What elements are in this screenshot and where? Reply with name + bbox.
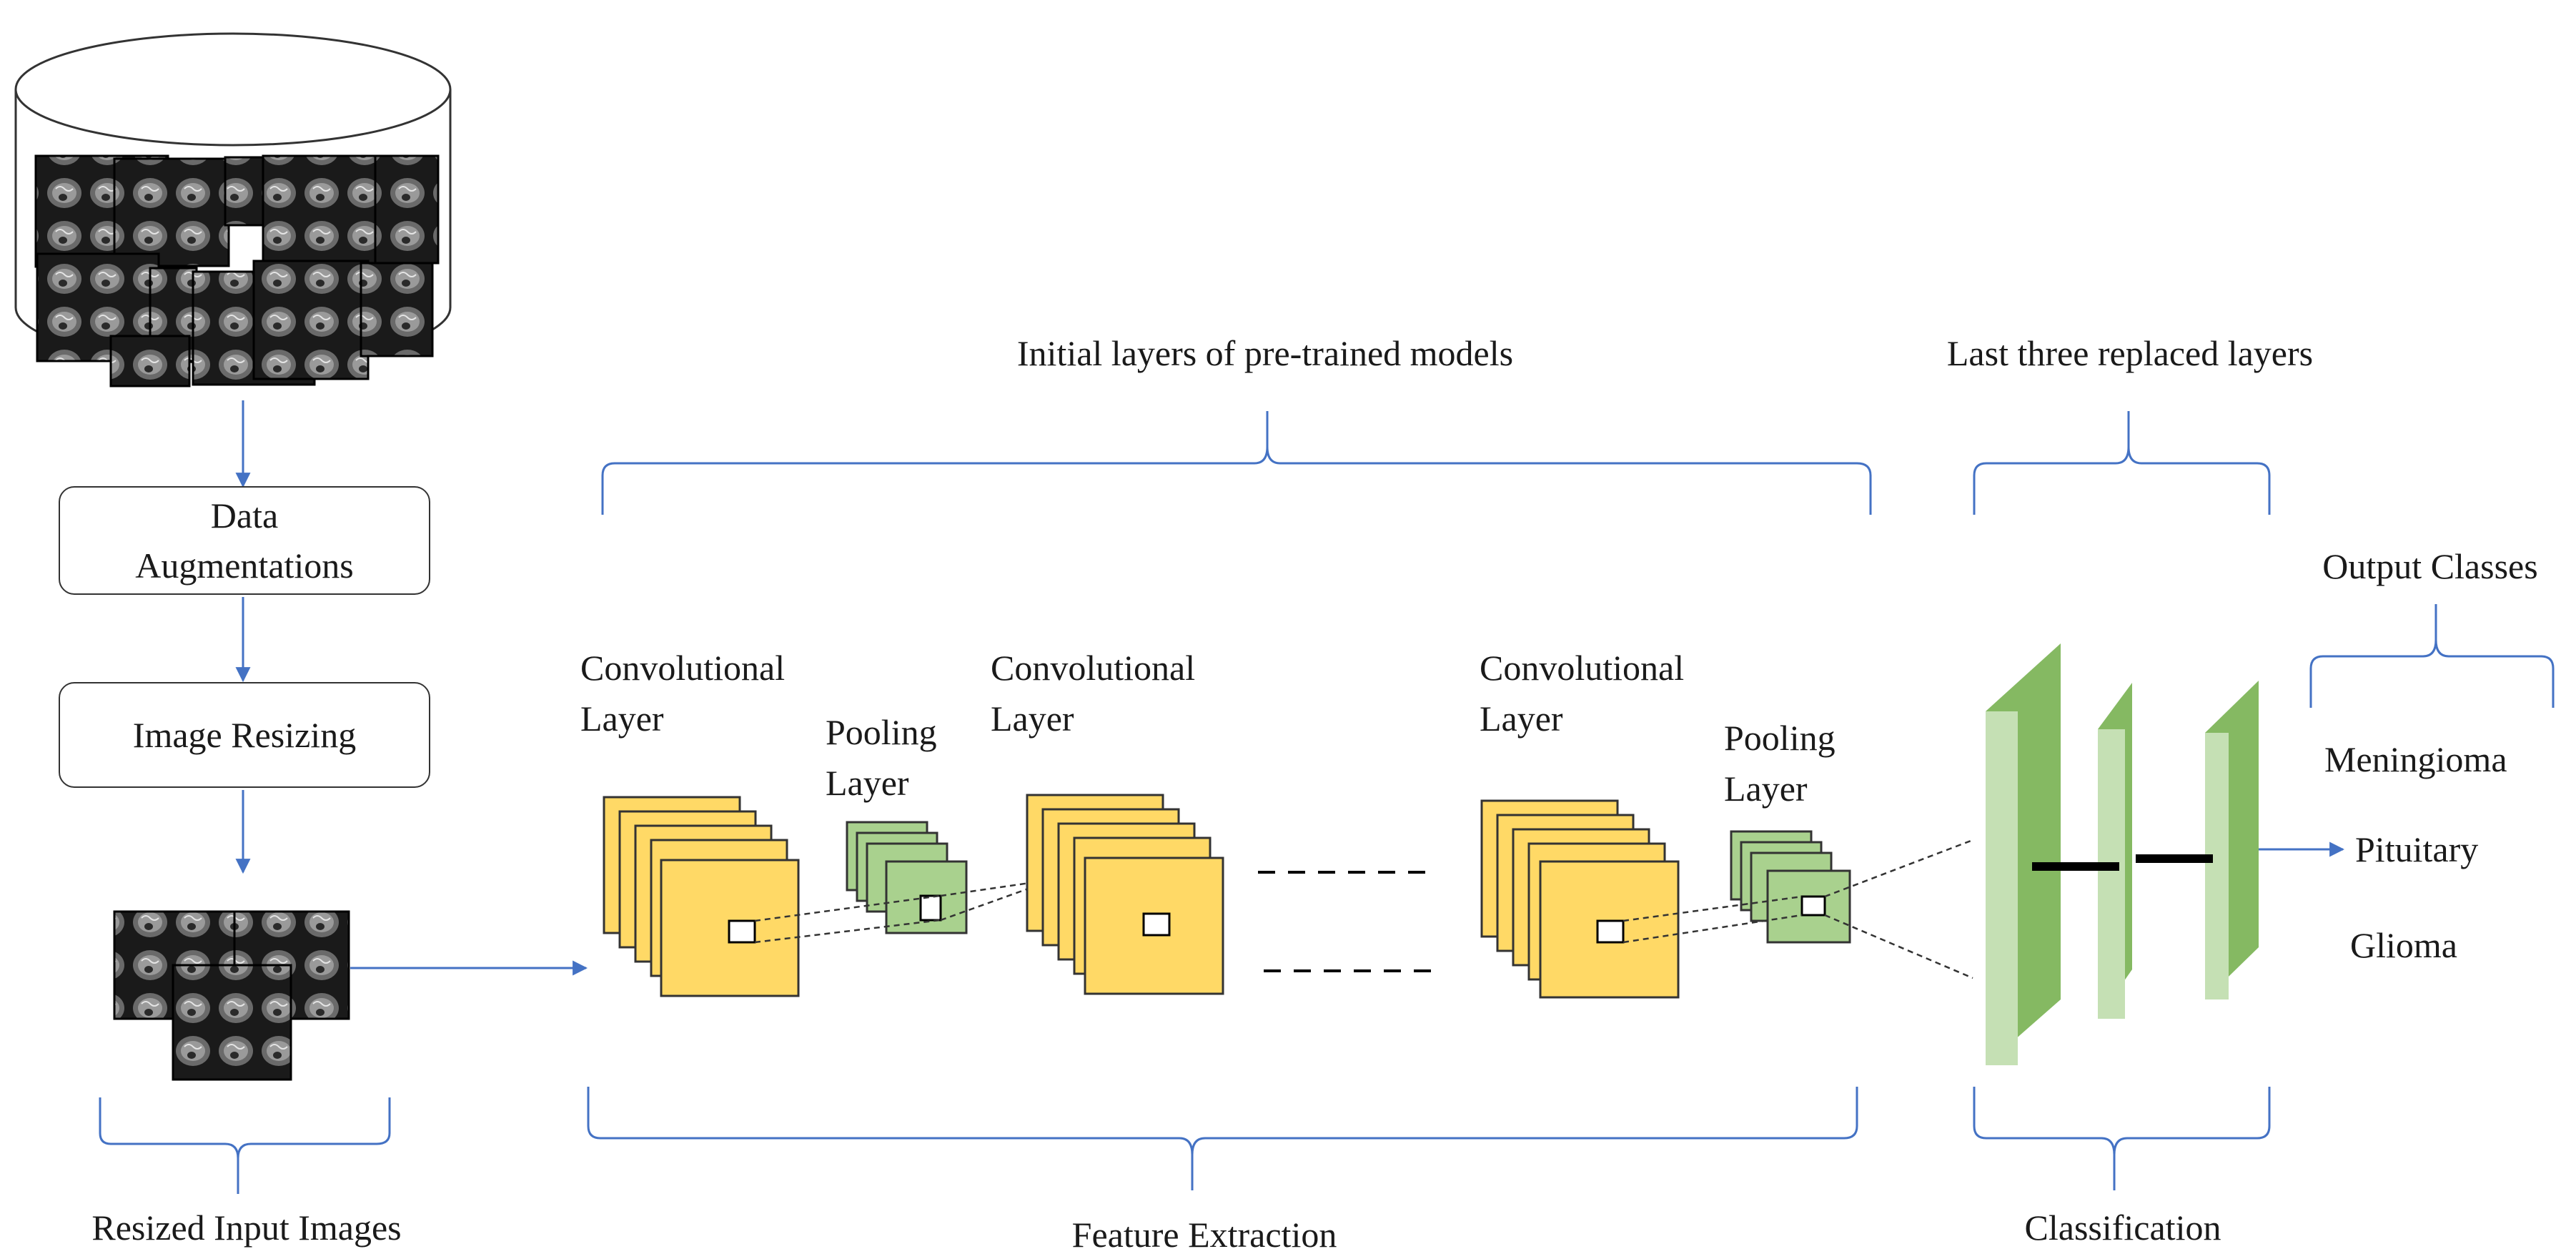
output-class-meningioma: Meningioma — [2324, 739, 2507, 779]
brace-classification — [1973, 1087, 2271, 1190]
conv-layer-1-stack — [603, 796, 800, 997]
pooling-layer-1-line-1: Pooling — [826, 712, 937, 752]
last-three-layers-label: Last three replaced layers — [1946, 333, 2314, 373]
conv-layer-3-line-2: Layer — [1480, 698, 1563, 739]
data-augmentations-line-1: Data — [210, 495, 279, 535]
brace-feature-extraction — [587, 1087, 1858, 1190]
pooling-layer-2-line-1: Pooling — [1724, 718, 1836, 758]
brace-resized-images — [99, 1097, 391, 1194]
brace-initial-layers — [601, 411, 1872, 515]
conv-layer-1-line-1: Convolutional — [580, 648, 786, 688]
conv-layer-2-line-1: Convolutional — [991, 648, 1196, 688]
initial-layers-label: Initial layers of pre-trained models — [1016, 333, 1514, 373]
pooling-layer-2-stack — [1730, 830, 1851, 944]
pooling-layer-1-label: Pooling Layer — [826, 709, 937, 806]
mri-image-collage — [34, 154, 440, 387]
image-resizing-label: Image Resizing — [132, 715, 357, 755]
conv-layer-2-line-2: Layer — [991, 698, 1074, 739]
data-augmentations-line-2: Augmentations — [135, 545, 354, 586]
feature-extraction-label: Feature Extraction — [1071, 1215, 1337, 1255]
brace-output-classes — [2309, 604, 2555, 708]
brace-last-three — [1973, 411, 2271, 515]
data-augmentations-box: Data Augmentations — [59, 486, 430, 595]
conv-layer-2-stack — [1026, 794, 1224, 995]
image-resizing-box: Image Resizing — [59, 682, 430, 788]
classification-label: Classification — [2024, 1208, 2221, 1248]
resized-input-images-label: Resized Input Images — [91, 1208, 402, 1248]
output-class-pituitary: Pituitary — [2355, 829, 2479, 869]
image-database-cylinder — [14, 32, 452, 387]
conv-layer-3-label: Convolutional Layer — [1480, 645, 1684, 742]
pooling-layer-2-label: Pooling Layer — [1724, 715, 1836, 812]
pooling-layer-1-line-2: Layer — [826, 763, 909, 803]
fully-connected-layers — [1986, 643, 2259, 1065]
conv-layer-3-line-1: Convolutional — [1480, 648, 1685, 688]
pooling-layer-1-stack — [846, 821, 968, 934]
conv-layer-1-line-2: Layer — [580, 698, 664, 739]
output-class-glioma: Glioma — [2350, 925, 2457, 965]
conv-layer-1-label: Convolutional Layer — [580, 645, 785, 742]
output-classes-label: Output Classes — [2322, 546, 2538, 586]
conv-layer-2-label: Convolutional Layer — [991, 645, 1195, 742]
conv-layer-3-stack — [1480, 799, 1680, 999]
resized-input-images — [113, 910, 350, 1081]
pooling-layer-2-line-2: Layer — [1724, 769, 1808, 809]
